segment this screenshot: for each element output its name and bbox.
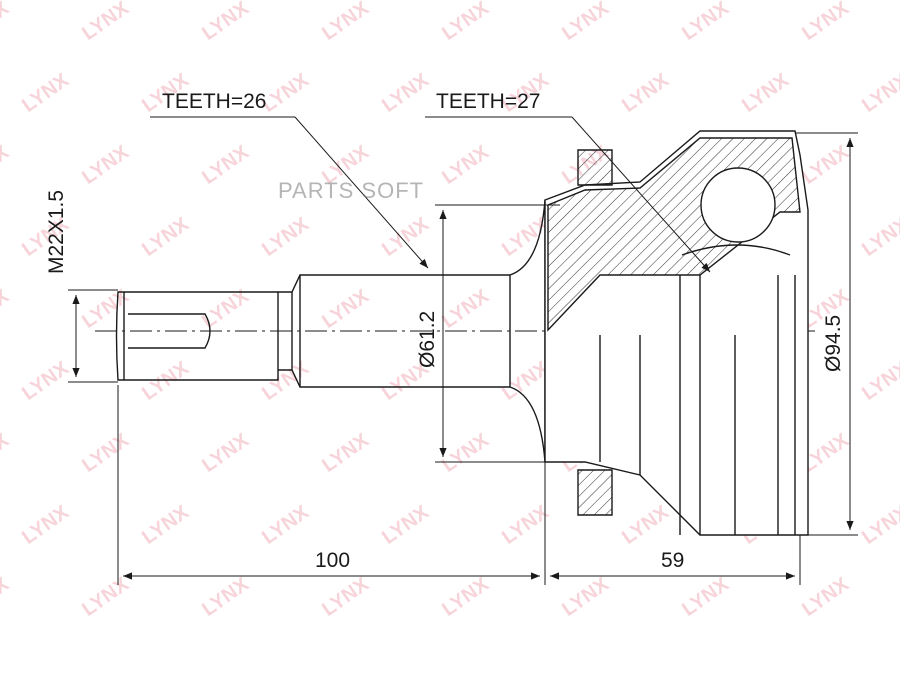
- dim-thread: [68, 289, 118, 383]
- dim-inner-diameter: [435, 204, 560, 463]
- brand-watermark: PARTS SOFT: [278, 178, 425, 203]
- inner-diameter-label: Ø61.2: [416, 310, 439, 368]
- shaft-length-label: 100: [315, 549, 351, 572]
- teeth-leaders: [150, 116, 711, 273]
- shaft-thread-end: [115, 291, 279, 381]
- outer-housing: [544, 130, 809, 536]
- outer-diameter-label: Ø94.5: [822, 314, 845, 372]
- dim-outer-diameter: [795, 132, 858, 536]
- housing-length-label: 59: [661, 549, 685, 572]
- teeth-right-label: TEETH=27: [436, 90, 541, 113]
- dim-lengths: [117, 385, 801, 585]
- teeth-left-label: TEETH=26: [162, 90, 267, 113]
- thread-label: M22X1.5: [45, 189, 68, 274]
